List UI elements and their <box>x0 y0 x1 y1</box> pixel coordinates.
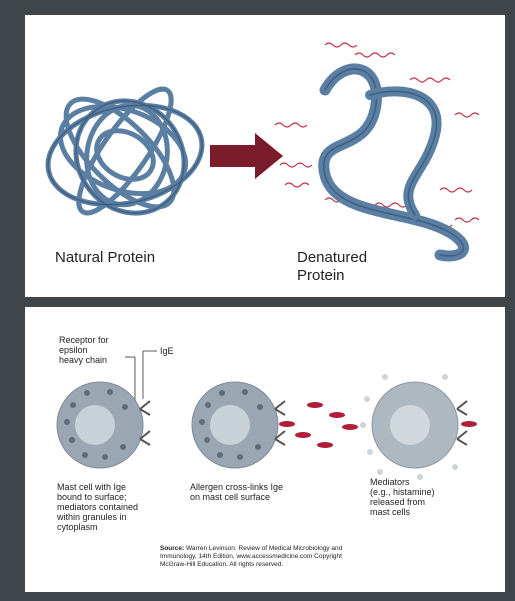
mast-cell-3 <box>360 374 477 480</box>
receptor-label-line3: heavy chain <box>59 355 107 365</box>
denatured-protein-ribbon <box>324 69 464 256</box>
denatured-protein-label-line2: Protein <box>297 267 345 285</box>
disulfide-squiggles <box>275 43 479 227</box>
receptor-label-line2: epsilon <box>59 345 88 355</box>
source-citation: Source: Warren Levinson: Review of Medic… <box>160 545 490 569</box>
allergen-particles <box>279 402 358 448</box>
natural-protein-label: Natural Protein <box>55 249 155 267</box>
caption-3: Mediators (e.g., histamine) released fro… <box>370 477 435 517</box>
source-label: Source: <box>160 545 184 552</box>
mast-cell-1 <box>57 382 150 468</box>
caption-2: Allergen cross-links Ige on mast cell su… <box>190 482 283 502</box>
mast-cell-2 <box>192 382 358 468</box>
transition-arrow <box>210 133 283 179</box>
caption-1: Mast cell with Ige bound to surface; med… <box>57 482 138 532</box>
bottom-panel: Receptor for epsilon heavy chain IgE Mas… <box>25 307 505 592</box>
denatured-protein-label-line1: Denatured <box>297 249 367 267</box>
receptor-label-line1: Receptor for <box>59 335 109 345</box>
top-panel: Natural Protein Denatured Protein <box>25 15 505 297</box>
ige-label: IgE <box>160 346 174 356</box>
